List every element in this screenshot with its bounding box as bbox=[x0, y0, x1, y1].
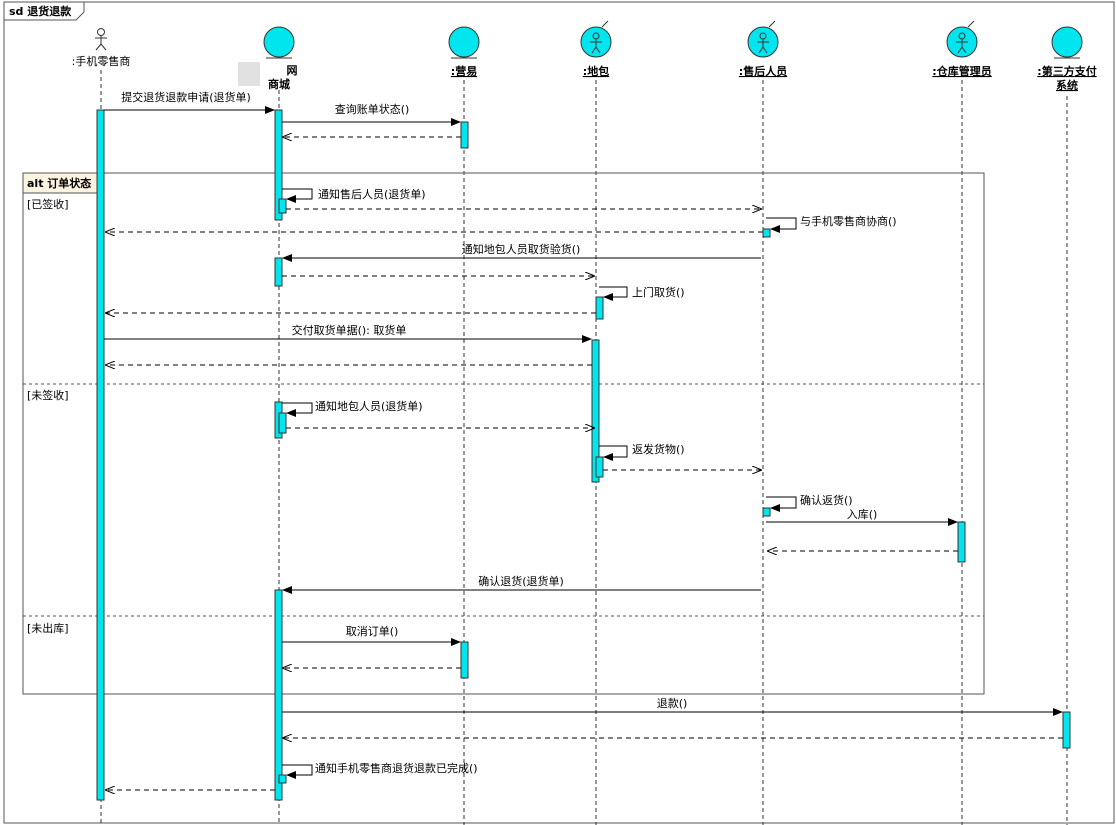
activation-dibao-2 bbox=[591, 339, 600, 483]
lifeline-yiyi[interactable]: :营易 bbox=[448, 26, 480, 78]
self-message-arrow bbox=[766, 496, 797, 512]
message-label: 确认返货() bbox=[800, 493, 853, 507]
outer-frame: sd 退货退款 bbox=[3, 1, 1115, 824]
lifeline-mall-name: 网商城 bbox=[268, 64, 298, 91]
message-label: 入库() bbox=[847, 508, 878, 521]
activation-payment bbox=[1062, 711, 1071, 749]
entity-icon bbox=[263, 26, 295, 58]
lifeline-retailer-name: :手机零售商 bbox=[72, 54, 131, 68]
message-label: 通知地包人员取货验货() bbox=[462, 242, 581, 256]
activation-mall-self-3 bbox=[278, 412, 287, 434]
message-label: 确认退货(退货单) bbox=[478, 574, 564, 588]
activation-mall-self-5 bbox=[278, 774, 287, 784]
alt-title: alt 订单状态 bbox=[27, 176, 91, 190]
activation-warehouse bbox=[957, 521, 966, 563]
lifeline-dibao-name: :地包 bbox=[583, 64, 609, 78]
self-message-arrow bbox=[282, 188, 313, 203]
entity-icon bbox=[448, 26, 480, 58]
message-label: 通知地包人员(退货单) bbox=[315, 399, 423, 413]
worker-icon bbox=[946, 20, 978, 58]
self-message-arrow bbox=[599, 445, 628, 461]
messages: 提交退货退款申请(退货单) 查询账单状态() 通知售后人员(退货单) 与手机零售… bbox=[104, 90, 1063, 790]
lifeline-dibao[interactable]: :地包 bbox=[580, 20, 612, 78]
activation-dibao-1 bbox=[595, 296, 604, 320]
message-label: 通知售后人员(退货单) bbox=[318, 187, 426, 201]
actor-icon bbox=[95, 28, 107, 51]
activation-aftersales-2 bbox=[762, 507, 771, 517]
message-label: 提交退货退款申请(退货单) bbox=[121, 90, 251, 104]
self-message-arrow bbox=[766, 217, 797, 233]
lifeline-yiyi-name: :营易 bbox=[451, 64, 477, 78]
lifeline-retailer[interactable]: :手机零售商 bbox=[72, 28, 131, 69]
lifeline-warehouse-name: :仓库管理员 bbox=[932, 64, 991, 78]
self-message-arrow bbox=[282, 764, 313, 779]
self-message-arrow bbox=[599, 286, 628, 301]
lifeline-mall[interactable]: 网商城 bbox=[238, 26, 298, 91]
activation-mall-self-1 bbox=[278, 198, 287, 214]
guard-unsigned: [未签收] bbox=[27, 388, 69, 402]
lifeline-warehouse[interactable]: :仓库管理员 bbox=[932, 20, 992, 78]
worker-icon bbox=[580, 20, 612, 58]
activation-mall-4 bbox=[274, 589, 283, 801]
message-label: 返发货物() bbox=[632, 442, 685, 456]
activation-retailer bbox=[96, 109, 105, 801]
activation-bars bbox=[96, 109, 1071, 801]
activation-aftersales-1 bbox=[762, 228, 771, 238]
message-label: 通知手机零售商退货退款已完成() bbox=[315, 761, 478, 775]
message-label: 查询账单状态() bbox=[335, 102, 410, 116]
lifeline-aftersales[interactable]: :售后人员 bbox=[739, 20, 787, 78]
activation-mall-2 bbox=[274, 257, 283, 287]
message-label: 与手机零售商协商() bbox=[800, 214, 897, 228]
guard-signed: [已签收] bbox=[27, 197, 69, 211]
activation-yiyi-1 bbox=[460, 121, 469, 149]
message-label: 交付取货单据(): 取货单 bbox=[292, 323, 407, 337]
activation-mall-1 bbox=[274, 109, 283, 221]
message-label: 取消订单() bbox=[346, 624, 399, 638]
message-label: 退款() bbox=[657, 696, 688, 710]
frame-title: sd 退货退款 bbox=[9, 4, 72, 18]
entity-icon bbox=[1051, 26, 1083, 58]
lifeline-payment[interactable]: :第三方支付系统 bbox=[1037, 26, 1097, 92]
self-message-arrow bbox=[282, 402, 313, 417]
lifeline-aftersales-name: :售后人员 bbox=[739, 64, 787, 78]
message-label: 上门取货() bbox=[632, 285, 685, 299]
activation-yiyi-2 bbox=[460, 641, 469, 679]
blurred-logo bbox=[238, 62, 260, 86]
activation-dibao-self bbox=[595, 456, 604, 478]
guard-not-shipped: [未出库] bbox=[27, 621, 69, 635]
lifeline-payment-name: :第三方支付系统 bbox=[1037, 64, 1096, 92]
worker-icon bbox=[747, 20, 779, 58]
alt-fragment: alt 订单状态 [已签收] [未签收] [未出库] bbox=[22, 172, 985, 695]
